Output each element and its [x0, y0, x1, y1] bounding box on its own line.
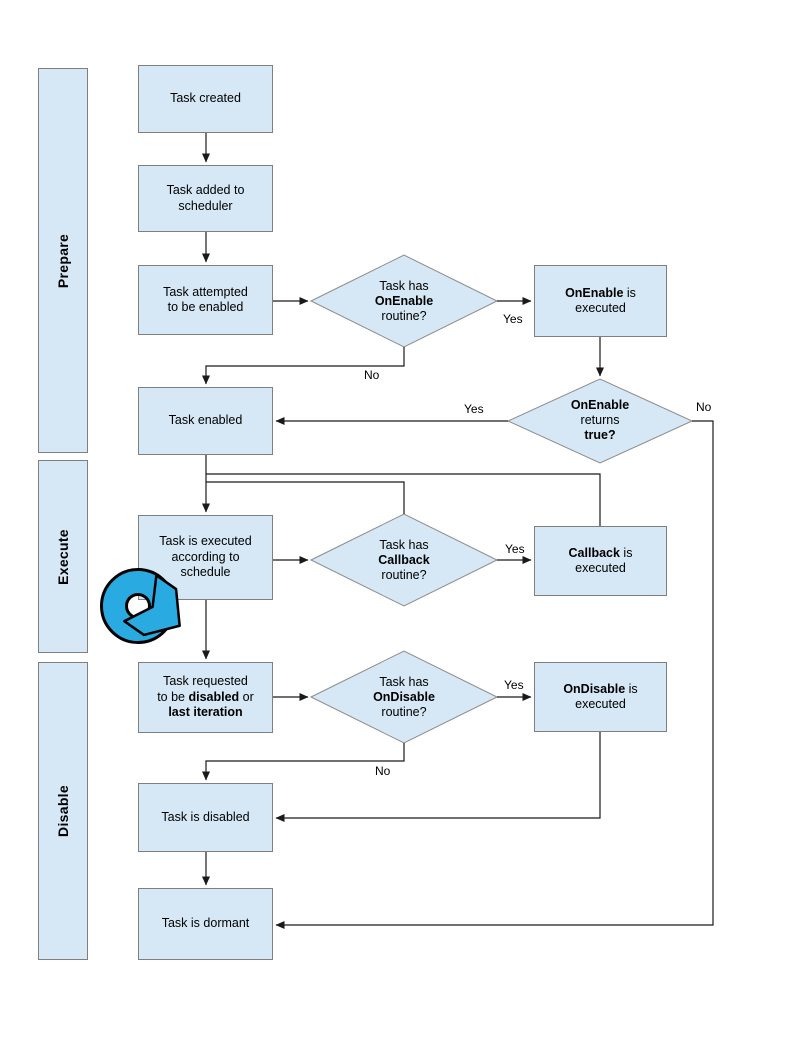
node-label: Task is executed — [159, 534, 252, 549]
node-label: executed — [575, 697, 626, 711]
diamond-label-task-has-ondisable: Task has OnDisable routine? — [373, 675, 435, 719]
edge-label-returns-yes: Yes — [464, 402, 484, 416]
edge-label-onenable-yes: Yes — [503, 312, 523, 326]
node-label: Task added to — [166, 183, 245, 197]
node-label: last iteration — [168, 705, 243, 720]
node-task-attempted-to-be-enabled: Task attempted to be enabled — [138, 265, 273, 335]
node-ondisable-is-executed: OnDisable is executed — [534, 662, 667, 732]
phase-label-execute: Execute — [55, 528, 72, 585]
node-label: scheduler — [178, 198, 233, 213]
node-label: executed — [575, 301, 626, 315]
edge-ondisable-exec-to-disabled — [275, 732, 601, 822]
edge-callback-diamond-no-loop-back — [206, 481, 405, 514]
phase-label-prepare: Prepare — [55, 233, 71, 288]
diamond-label-task-has-onenable: Task has OnEnable routine? — [374, 279, 434, 323]
node-label: Task enabled — [168, 413, 243, 428]
node-label: executed — [575, 561, 626, 575]
diamond-label-onenable-returns-true: OnEnable returns true? — [570, 398, 630, 442]
node-task-added-to-scheduler: Task added to scheduler — [138, 165, 273, 232]
node-task-is-disabled: Task is disabled — [138, 783, 273, 852]
edge-label-callback-yes: Yes — [505, 542, 525, 556]
node-task-created: Task created — [138, 65, 273, 133]
edge-label-ondisable-no: No — [375, 764, 391, 778]
phase-bar-prepare: Prepare — [38, 68, 88, 453]
node-task-enabled: Task enabled — [138, 387, 273, 455]
node-label: according to — [171, 549, 240, 564]
edge-label-onenable-no: No — [364, 368, 380, 382]
diamond-label-task-has-callback: Task has Callback routine? — [378, 538, 430, 582]
node-label: Task attempted — [163, 284, 248, 299]
node-label: to be disabled or — [157, 689, 254, 704]
edge-label-returns-no: No — [696, 400, 712, 414]
edge-label-ondisable-yes: Yes — [504, 678, 524, 692]
phase-bar-disable: Disable — [38, 662, 88, 960]
node-label: Task is dormant — [161, 916, 250, 931]
phase-label-disable: Disable — [55, 785, 71, 837]
node-task-executed-according-to-schedule: Task is executed according to schedule — [138, 515, 273, 600]
node-label: OnEnable is — [565, 285, 636, 300]
phase-bar-execute: Execute — [38, 460, 88, 653]
node-onenable-is-executed: OnEnable is executed — [534, 265, 667, 337]
node-label: Task created — [170, 91, 241, 106]
node-label: OnDisable is — [563, 681, 638, 696]
node-label: Task is disabled — [161, 809, 250, 824]
node-task-is-dormant: Task is dormant — [138, 888, 273, 960]
node-label: Callback is — [568, 545, 633, 560]
node-task-requested-disabled-or-last-iteration: Task requested to be disabled or last it… — [138, 662, 273, 733]
node-label: schedule — [180, 565, 231, 580]
node-label: to be enabled — [167, 300, 244, 314]
node-callback-is-executed: Callback is executed — [534, 526, 667, 596]
node-label: Task requested — [163, 674, 248, 689]
